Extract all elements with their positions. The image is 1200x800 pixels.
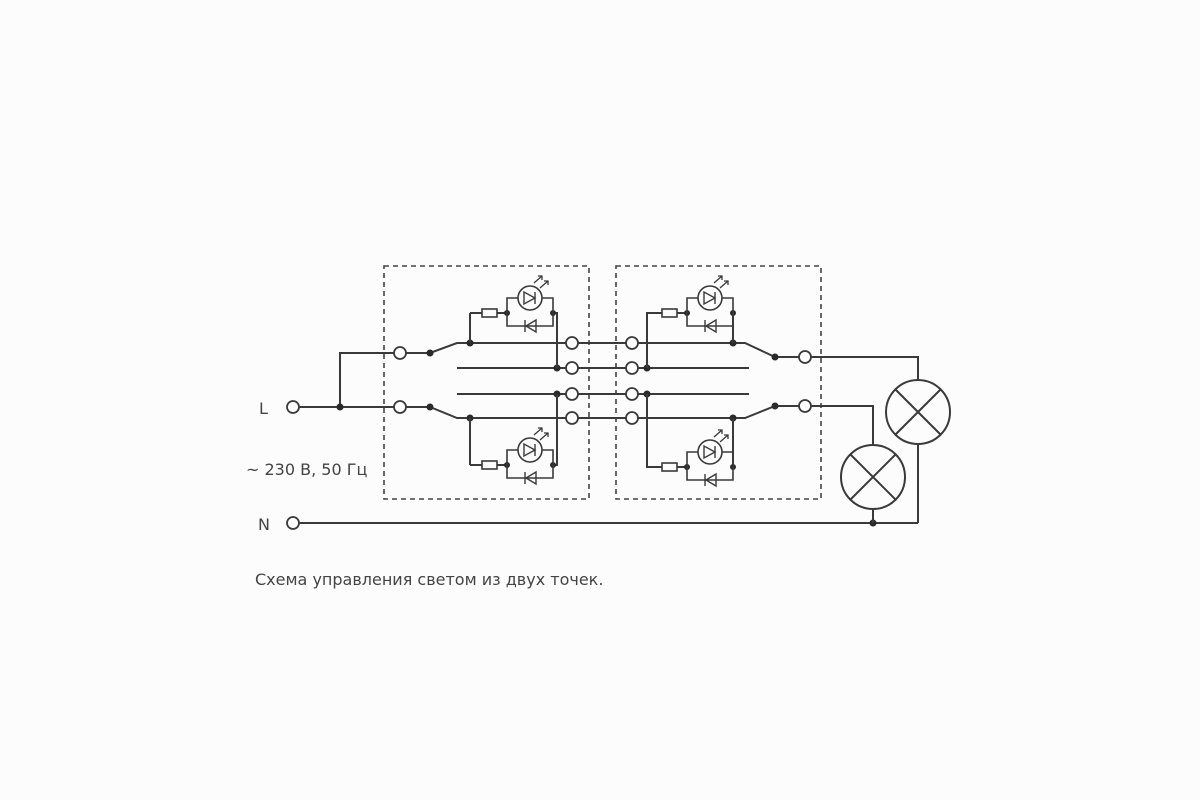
left-module-circuit [406, 275, 566, 485]
terminal-l [286, 400, 300, 414]
led-indicator-icon [649, 275, 737, 333]
terminals [286, 336, 812, 530]
switch-module-right [615, 265, 822, 500]
led-indicator-icon [469, 427, 557, 485]
led-indicator-icon [649, 429, 737, 487]
interconnect-wires [578, 342, 626, 419]
phase-wiring [299, 352, 394, 411]
diagram-caption: Схема управления светом из двух точек. [255, 570, 603, 589]
lamp-wiring [811, 356, 919, 523]
phase-label: L [259, 399, 268, 418]
right-module-circuit [638, 275, 799, 487]
neutral-wiring [299, 519, 918, 527]
switch-module-left [383, 265, 590, 500]
led-indicator-icon [469, 275, 557, 333]
neutral-label: N [258, 515, 270, 534]
terminal-n [286, 516, 300, 530]
lamp-1-icon [885, 379, 951, 445]
supply-label: ~ 230 В, 50 Гц [246, 460, 367, 479]
lamp-2-icon [840, 444, 906, 510]
